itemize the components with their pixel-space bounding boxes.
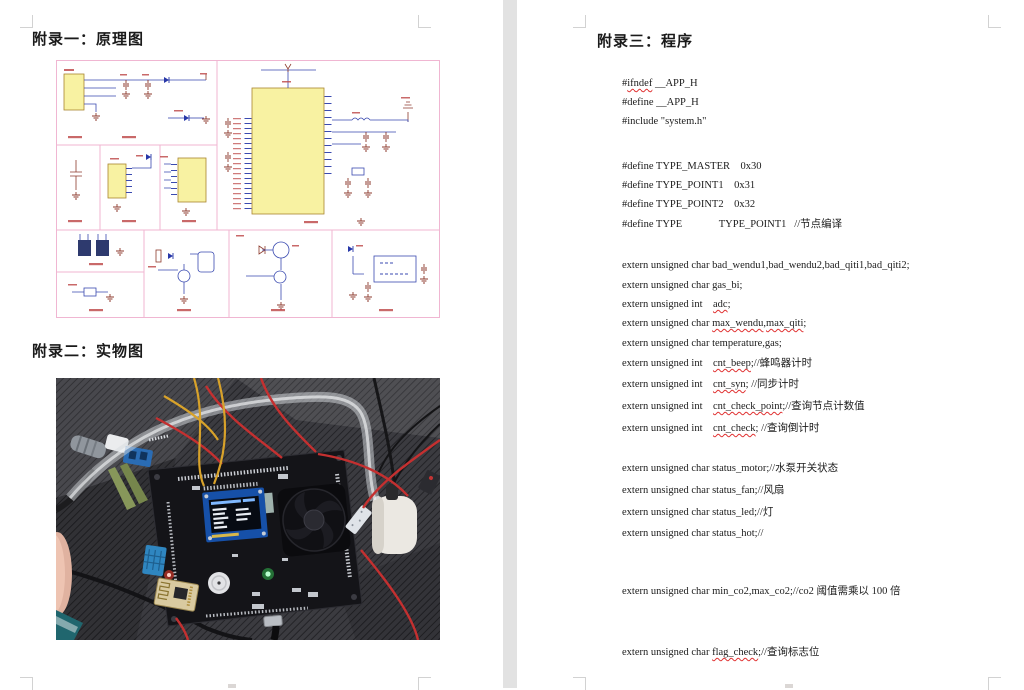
appendix2-heading[interactable]: 附录二：实物图 (32, 343, 145, 360)
appendix1-heading[interactable]: 附录一：原理图 (32, 31, 145, 48)
document-page-right[interactable]: 附录三：程序 #ifndef __APP_H #define __APP_H #in… (517, 0, 1024, 688)
code-line[interactable]: extern unsigned char status_motor;//水泵开关… (622, 463, 839, 474)
code-line[interactable]: extern unsigned char gas_bi; (622, 280, 743, 291)
margin-crop-mark (988, 677, 1001, 690)
code-line[interactable]: extern unsigned char max_wendu,max_qiti; (622, 318, 807, 329)
code-line[interactable]: extern unsigned char status_hot;// (622, 528, 764, 539)
code-line[interactable]: #define TYPE TYPE_POINT1 //节点编译 (622, 219, 843, 230)
schematic-figure-image[interactable]: .pk{stroke:#f0b6d2;stroke-width:1;fill:n… (56, 60, 440, 318)
code-line[interactable]: extern unsigned int adc; (622, 299, 731, 310)
appendix3-heading[interactable]: 附录三：程序 (597, 33, 694, 50)
margin-crop-mark (20, 677, 33, 690)
page-number-partial (785, 684, 793, 688)
code-line[interactable]: extern unsigned char flag_check;//查询标志位 (622, 647, 820, 658)
margin-crop-mark (20, 15, 33, 28)
photo-figure-image[interactable] (41, 377, 441, 642)
code-line[interactable]: extern unsigned int cnt_beep;//蜂鸣器计时 (622, 358, 813, 369)
code-line[interactable]: extern unsigned char min_co2,max_co2;//c… (622, 586, 901, 597)
code-line[interactable]: extern unsigned char bad_wendu1,bad_wend… (622, 260, 910, 271)
margin-crop-mark (573, 15, 586, 28)
code-line[interactable]: extern unsigned char temperature,gas; (622, 338, 782, 349)
code-line[interactable]: extern unsigned char status_fan;//风扇 (622, 485, 785, 496)
code-line[interactable]: extern unsigned int cnt_check; //查询倒计时 (622, 423, 820, 434)
code-block[interactable]: #ifndef __APP_H #define __APP_H #include "… (622, 78, 1002, 659)
code-line[interactable]: #define TYPE_POINT2 0x32 (622, 199, 756, 210)
code-line[interactable]: #define TYPE_POINT1 0x31 (622, 180, 756, 191)
code-line[interactable]: extern unsigned int cnt_syn; //同步计时 (622, 379, 800, 390)
code-line[interactable]: #define __APP_H (622, 97, 699, 108)
page-gap (503, 0, 517, 688)
page-number-partial (228, 684, 236, 688)
code-line[interactable]: #include "system.h" (622, 116, 707, 127)
code-line[interactable]: extern unsigned int cnt_check_point;//查询… (622, 401, 865, 412)
code-line[interactable]: #ifndef __APP_H (622, 78, 698, 89)
code-line[interactable]: extern unsigned char status_led;//灯 (622, 507, 774, 518)
margin-crop-mark (418, 677, 431, 690)
document-page-left[interactable]: 附录一：原理图 .pk{stroke:#f0b6d2;stroke-width:… (0, 0, 503, 688)
margin-crop-mark (988, 15, 1001, 28)
margin-crop-mark (573, 677, 586, 690)
code-line[interactable]: #define TYPE_MASTER 0x30 (622, 161, 762, 172)
margin-crop-mark (418, 15, 431, 28)
